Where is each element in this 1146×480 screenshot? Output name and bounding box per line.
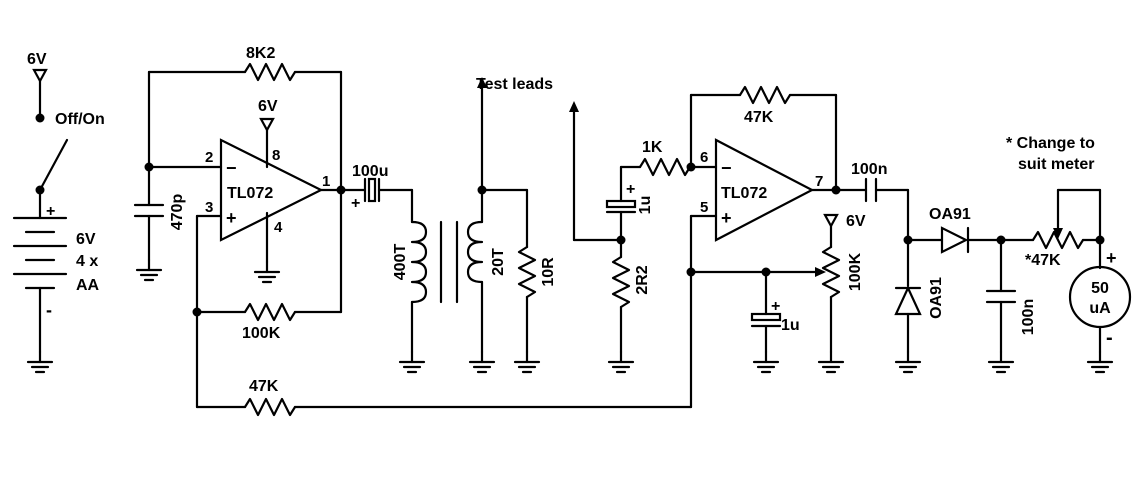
capacitor-100u-plus: +	[351, 195, 360, 212]
capacitor-100u-label: 100u	[352, 163, 388, 180]
stage-2-input: 2R2 + 1u 1K	[569, 101, 718, 374]
battery-minus-label: -	[46, 300, 52, 320]
resistor-2r2-icon	[611, 255, 631, 309]
battery-icon	[12, 216, 68, 290]
battery-count-label: 4 x	[76, 253, 98, 270]
test-lead-arrow-icon	[569, 101, 579, 112]
secondary-coil-icon	[466, 220, 484, 284]
stage-2: 47K TL072 − + 6 5 7 + 1u 6V 100K	[686, 85, 910, 409]
resistor-10r-icon	[517, 245, 537, 299]
pot-100k-supply-label: 6V	[846, 213, 866, 230]
primary-coil-icon	[410, 220, 428, 304]
resistor-100k-label: 100K	[242, 325, 281, 342]
capacitor-1u-input-label: 1u	[637, 196, 654, 215]
opamp-1-pin8: 8	[272, 147, 280, 164]
meter-pot-wiper-icon	[1053, 228, 1063, 239]
resistor-2r2-label: 2R2	[634, 265, 651, 294]
potentiometer-100k-icon	[821, 245, 841, 299]
meter-unit-label: uA	[1089, 300, 1111, 317]
transformer: 400T Test leads 20T 10R	[392, 76, 557, 374]
test-leads-arrow-icon	[477, 77, 487, 88]
opamp-1-pin1: 1	[322, 173, 330, 190]
meter-plus-label: +	[1106, 248, 1117, 268]
resistor-1k-icon	[638, 157, 692, 177]
diode-shunt-label: OA91	[928, 277, 945, 319]
opamp-1-icon	[219, 138, 324, 242]
resistor-47k-feedback-label: 47K	[744, 109, 774, 126]
capacitor-1u-bias-plus: +	[771, 298, 780, 315]
opamp-2-icon	[714, 138, 815, 242]
resistor-47k-feedback-icon	[738, 85, 792, 105]
opamp-2-pin5: 5	[700, 199, 708, 216]
resistor-47k-link-label: 47K	[249, 378, 279, 395]
meter-range-label: 50	[1091, 280, 1109, 297]
opamp-1-pin4: 4	[274, 219, 283, 236]
detector-section: OA91 OA91 100n *47K * Change to suit met…	[894, 135, 1132, 374]
capacitor-1u-bias-label: 1u	[781, 317, 800, 334]
diode-shunt-icon	[894, 285, 922, 316]
ground-icon	[26, 350, 54, 374]
capacitor-100u-icon	[367, 177, 377, 203]
opamp-1-supply-label: 6V	[258, 98, 278, 115]
battery-type-label: AA	[76, 277, 100, 294]
capacitor-100n-coupling-label: 100n	[851, 161, 887, 178]
supply-rail-icon	[259, 117, 275, 133]
switch-terminal-icon	[35, 113, 45, 123]
diode-series-label: OA91	[929, 206, 971, 223]
potentiometer-100k-label: 100K	[847, 252, 864, 291]
note-line-1: * Change to	[1006, 135, 1095, 152]
supply-section: 6V Off/On + 6V 4 x AA -	[12, 51, 105, 374]
opamp-2-pin6: 6	[700, 149, 708, 166]
resistor-10r-label: 10R	[540, 257, 557, 287]
potentiometer-47k-meter-icon	[1031, 230, 1085, 250]
resistor-8k2-icon	[243, 62, 297, 82]
diode-series-icon	[940, 226, 969, 254]
opamp-2-name: TL072	[721, 185, 767, 202]
battery-voltage-label: 6V	[76, 231, 96, 248]
resistor-1k-label: 1K	[642, 139, 663, 156]
supply-voltage-label: 6V	[27, 51, 47, 68]
note-line-2: suit meter	[1018, 156, 1094, 173]
resistor-100k-icon	[243, 302, 297, 322]
capacitor-100n-filter-label: 100n	[1020, 299, 1037, 335]
switch-label: Off/On	[55, 111, 105, 128]
opamp-2-pin7: 7	[815, 173, 823, 190]
switch-lever-icon	[38, 138, 69, 192]
opamp-1-plus: +	[226, 208, 237, 228]
resistor-8k2-label: 8K2	[246, 45, 275, 62]
opamp-1-pin3: 3	[205, 199, 213, 216]
opamp-1-pin2: 2	[205, 149, 213, 166]
secondary-turns-label: 20T	[490, 248, 507, 276]
supply-rail-icon	[823, 213, 839, 229]
capacitor-1u-input-plus: +	[626, 181, 635, 198]
opamp-1-name: TL072	[227, 185, 273, 202]
battery-plus-label: +	[46, 203, 55, 220]
resistor-47k-link-icon	[243, 397, 297, 417]
pot-wiper-arrow-icon	[815, 267, 826, 277]
test-leads-label: Test leads	[476, 76, 553, 93]
meter-minus-label: -	[1106, 327, 1113, 349]
opamp-1-minus: −	[226, 158, 237, 178]
potentiometer-47k-meter-label: *47K	[1025, 252, 1061, 269]
capacitor-470p-label: 470p	[169, 194, 186, 231]
stage-1: 8K2 470p TL072 − + 2 3 8 4 1 6V	[133, 45, 693, 417]
opamp-2-minus: −	[721, 158, 732, 178]
primary-turns-label: 400T	[392, 244, 409, 281]
capacitor-1u-bias-icon	[750, 312, 782, 322]
supply-rail-icon	[32, 68, 48, 84]
opamp-2-plus: +	[721, 208, 732, 228]
meter-icon	[1068, 265, 1132, 329]
